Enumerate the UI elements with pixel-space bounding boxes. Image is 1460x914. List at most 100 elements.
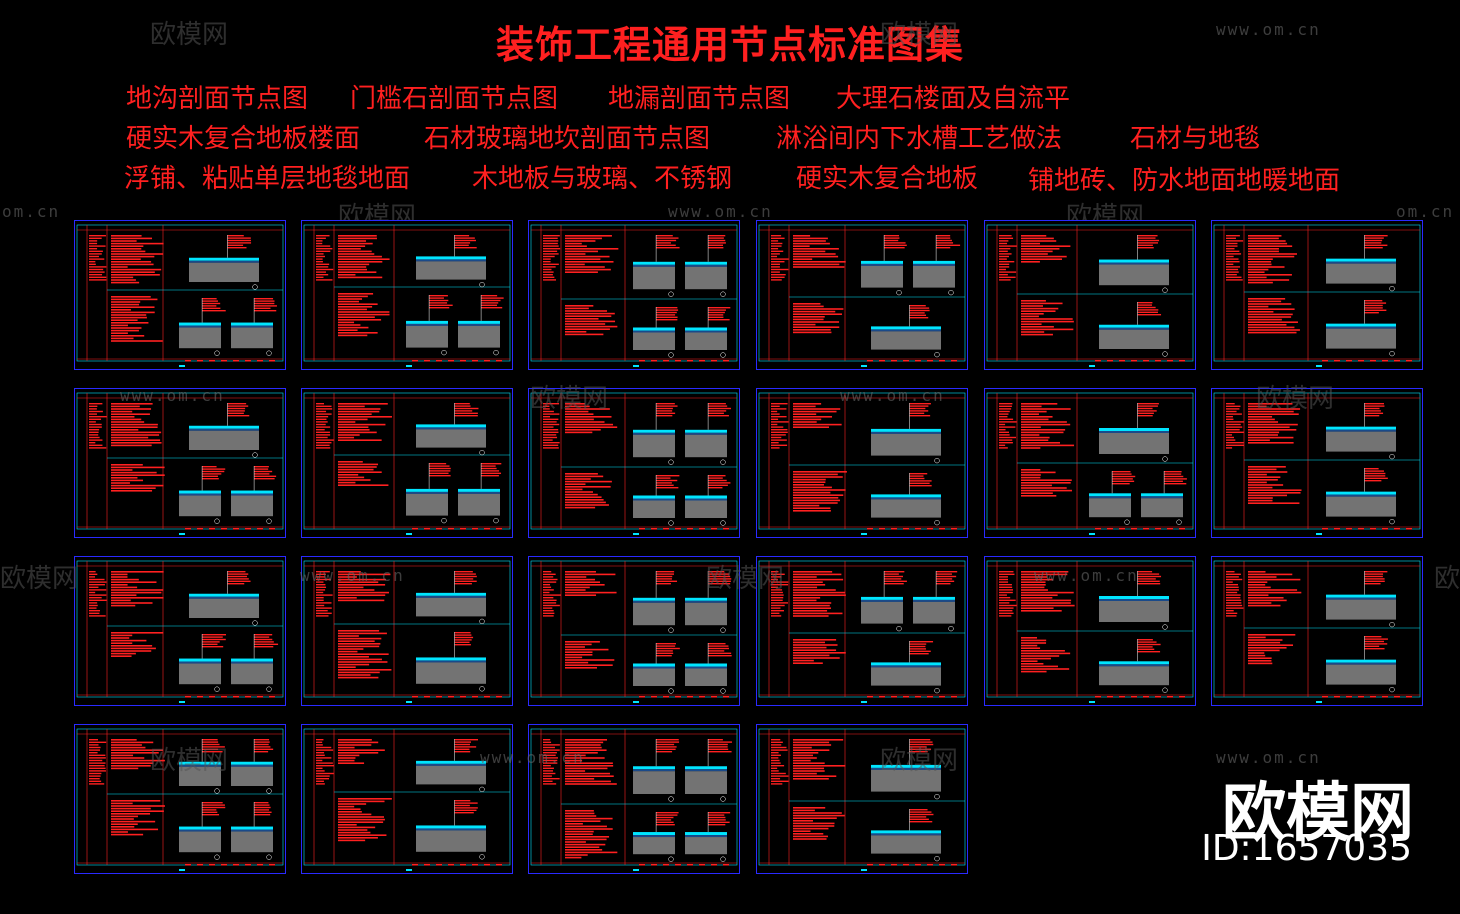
- drawing-sheet[interactable]: [301, 724, 513, 874]
- note-line: [1021, 647, 1041, 649]
- note-line: [1248, 586, 1271, 589]
- callout-line: [909, 312, 925, 314]
- drawing-sheet[interactable]: [74, 220, 286, 370]
- callout-line: [909, 482, 930, 484]
- note-line: [1248, 279, 1290, 281]
- drawing-sheet[interactable]: [756, 556, 968, 706]
- legend-line: [771, 250, 784, 252]
- drawing-sheet[interactable]: [74, 556, 286, 706]
- drawing-sheet[interactable]: [1211, 556, 1423, 706]
- note-line: [793, 835, 828, 838]
- tag-floor-drain: 地漏剖面节点图: [608, 84, 791, 114]
- legend-line: [771, 610, 784, 612]
- legend-line: [771, 237, 785, 239]
- legend-line: [999, 447, 1008, 449]
- note-line: [793, 266, 845, 268]
- note-line: [338, 571, 361, 573]
- note-line: [793, 825, 835, 827]
- watermark-url: www.om.cn: [840, 386, 945, 405]
- callout-line: [656, 410, 673, 412]
- drawing-sheet[interactable]: [1211, 220, 1423, 370]
- legend-line: [543, 421, 557, 423]
- drawing-sheet[interactable]: [984, 388, 1196, 538]
- legend-line: [316, 578, 331, 581]
- note-line: [793, 602, 832, 604]
- note-line: [338, 313, 390, 316]
- legend-line: [543, 439, 553, 441]
- title-bar-text: [221, 696, 227, 698]
- callout-line: [454, 804, 470, 807]
- legend-line: [771, 245, 782, 247]
- drawing-sheet[interactable]: [74, 724, 286, 874]
- detail-number: [720, 520, 726, 526]
- finish-layer: [416, 657, 486, 661]
- note-line: [111, 589, 164, 591]
- title-bar-text: [939, 528, 945, 530]
- note-line: [1021, 584, 1046, 586]
- note-line: [565, 253, 586, 255]
- title-bar-text: [651, 528, 657, 530]
- drawing-sheet[interactable]: [756, 388, 968, 538]
- note-line: [1021, 589, 1048, 591]
- legend-line: [771, 757, 779, 759]
- callout-line: [656, 407, 673, 410]
- legend-line: [771, 744, 782, 746]
- callout-line: [708, 237, 724, 239]
- callout-line: [656, 748, 676, 750]
- legend-line: [316, 757, 332, 759]
- note-line: [1021, 479, 1072, 481]
- drawing-sheet[interactable]: [984, 556, 1196, 706]
- note-line: [1021, 495, 1057, 497]
- drawing-sheet[interactable]: [984, 220, 1196, 370]
- finish-layer: [416, 424, 486, 428]
- callout-line: [1137, 407, 1153, 410]
- note-line: [111, 818, 134, 820]
- drawing-sheet[interactable]: [301, 220, 513, 370]
- note-line: [793, 255, 839, 258]
- note-line: [338, 746, 355, 749]
- drawing-sheet[interactable]: [528, 388, 740, 538]
- callout-line: [254, 468, 269, 470]
- drawing-sheet[interactable]: [301, 388, 513, 538]
- finish-layer: [416, 760, 486, 764]
- drawing-sheet[interactable]: [756, 220, 968, 370]
- callout-line: [656, 647, 680, 650]
- bedding-layer: [633, 330, 675, 333]
- title-bar-text: [412, 864, 418, 866]
- finish-layer: [871, 830, 941, 834]
- callout-line: [909, 317, 929, 319]
- title-bar-text: [424, 696, 430, 698]
- drawing-sheet[interactable]: [756, 724, 968, 874]
- title-bar-text: [1143, 696, 1149, 698]
- callout-line: [454, 583, 472, 585]
- note-line: [1021, 591, 1074, 594]
- note-line: [1021, 599, 1072, 602]
- sheet-marker: [1089, 701, 1095, 703]
- note-line: [565, 772, 610, 775]
- note-line: [1021, 581, 1046, 583]
- callout-line: [254, 475, 277, 477]
- legend-line: [316, 423, 326, 426]
- callout-line: [1112, 483, 1130, 485]
- note-line: [1021, 571, 1069, 573]
- note-line: [1248, 594, 1269, 596]
- tag-hardwood-floor: 硬实木复合地板楼面: [126, 124, 361, 154]
- legend-line: [89, 749, 101, 751]
- callout-line: [909, 307, 930, 309]
- drawing-sheet[interactable]: [1211, 388, 1423, 538]
- callout-line: [1364, 304, 1383, 307]
- legend-line: [999, 604, 1017, 607]
- sheet-marker: [406, 869, 412, 871]
- drawing-sheet[interactable]: [528, 724, 740, 874]
- sheet-marker: [1316, 365, 1322, 367]
- callout-line: [708, 819, 726, 821]
- drawing-sheet[interactable]: [528, 220, 740, 370]
- title-bar-text: [651, 360, 657, 362]
- legend-line: [89, 778, 100, 780]
- drawing-sheet[interactable]: [528, 556, 740, 706]
- drawing-sheet[interactable]: [301, 556, 513, 706]
- callout-line: [656, 403, 675, 405]
- note-line: [793, 615, 829, 617]
- legend-line: [89, 765, 105, 767]
- drawing-sheet[interactable]: [74, 388, 286, 538]
